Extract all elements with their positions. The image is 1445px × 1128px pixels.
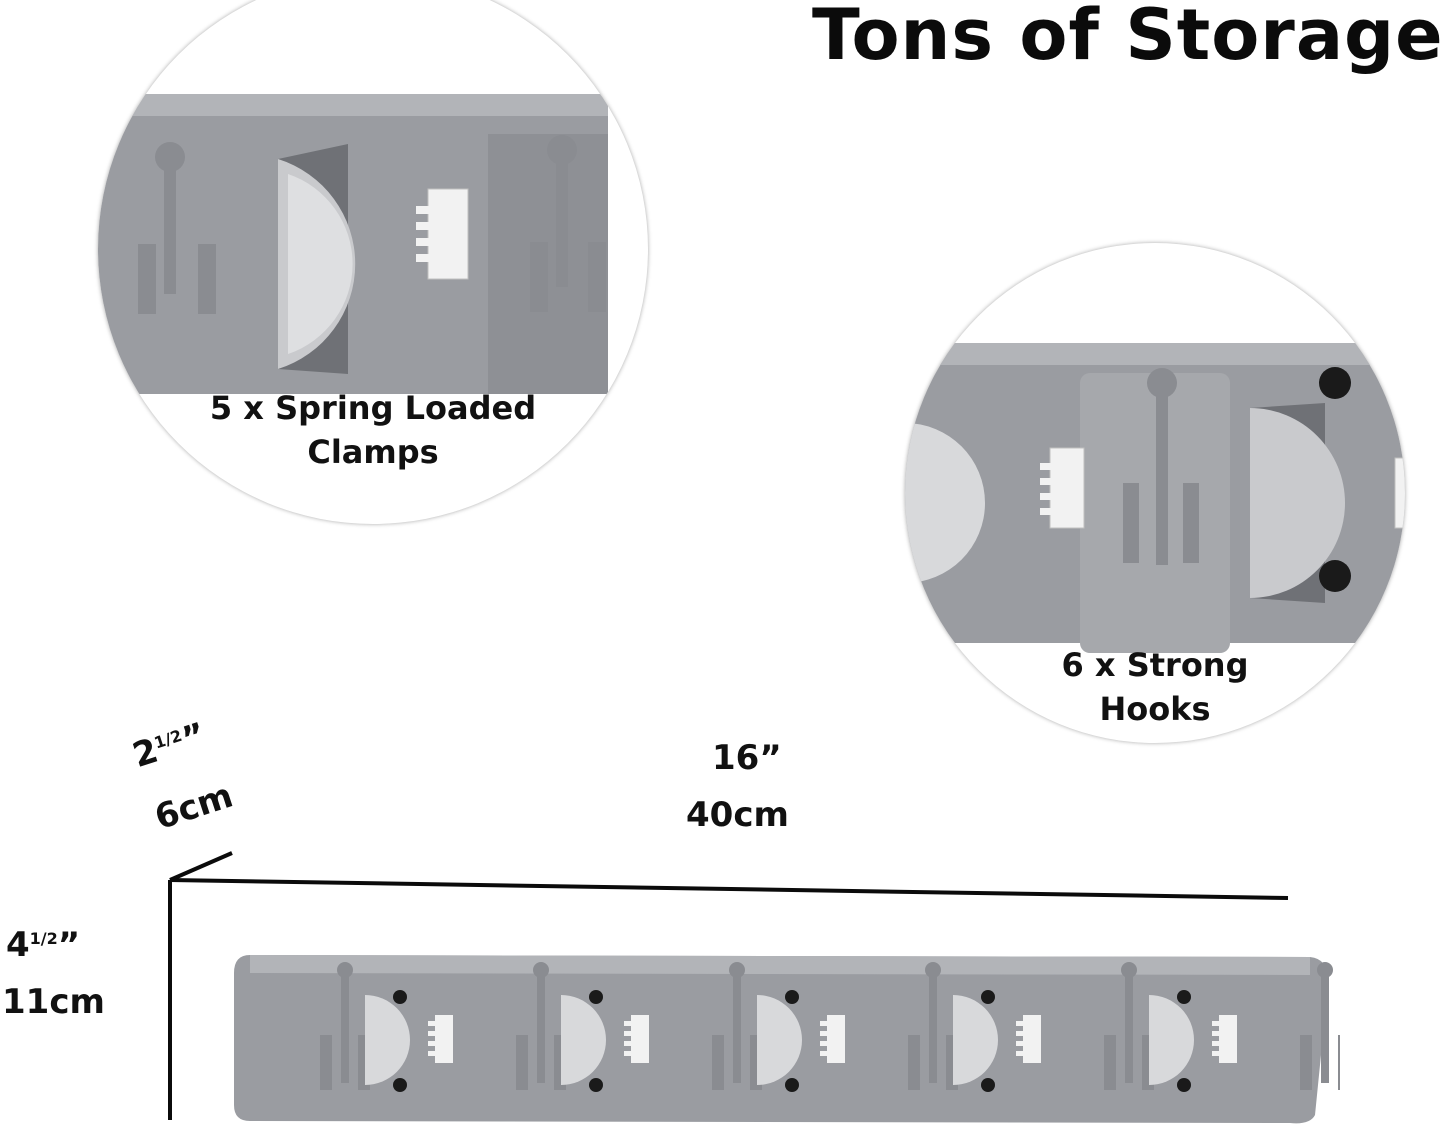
hook-icon [1338,1035,1340,1090]
hook-icon [929,973,937,1083]
hook-icon [1321,973,1329,1083]
spring-clamp-icon [757,995,802,1085]
mount-hole [393,990,407,1004]
mount-hole [785,1078,799,1092]
spring-clamp-icon [1016,1021,1024,1026]
spring-clamp-icon [624,1041,632,1046]
spring-clamp-icon [1016,1031,1024,1036]
spring-clamp-icon [416,188,469,280]
spring-clamp-icon [820,1031,828,1036]
depth-line [169,851,233,882]
spring-clamp-icon [435,1015,453,1063]
hook-icon [320,1035,332,1090]
hooks-caption-line2: Hooks [1099,690,1211,728]
hook-icon [712,1035,724,1090]
hook-icon [1104,1035,1116,1090]
hook-icon [516,1035,528,1090]
hook-icon [733,973,741,1083]
spring-clamp-icon [428,1021,436,1026]
spring-clamp-icon [365,995,410,1085]
spring-clamp-icon [428,1031,436,1036]
mount-hole [589,990,603,1004]
spring-clamp-icon [1040,447,1405,529]
clamps-callout: 5 x Spring Loaded Clamps [98,0,648,524]
mount-hole [1177,1078,1191,1092]
hooks-callout: 6 x Strong Hooks [905,243,1405,743]
spring-clamp-icon [1016,1041,1024,1046]
mount-hole [1177,990,1191,1004]
spring-clamp-icon [827,1015,845,1063]
hooks-caption-line1: 6 x Strong [1061,646,1249,684]
spring-clamp-icon [1023,1015,1041,1063]
spring-clamp-icon [820,1041,828,1046]
spring-clamp-icon [820,1021,828,1026]
length-metric-label: 40cm [686,795,789,835]
height-metric-label: 11cm [2,982,105,1022]
hook-icon [138,135,606,314]
hook-icon [341,973,349,1083]
hook-icon [1125,973,1133,1083]
mount-hole [981,1078,995,1092]
spring-clamp-icon [1016,1051,1024,1056]
hook-icon [1300,1035,1312,1090]
storage-rack-illustration [234,955,1340,1124]
page-title: Tons of Storage! [812,0,1445,76]
clamps-caption-line1: 5 x Spring Loaded [209,389,537,427]
length-imperial-label: 16” [712,738,782,778]
hooks-caption: 6 x Strong Hooks [905,643,1405,731]
mount-hole [589,1078,603,1092]
spring-clamp-icon [1219,1015,1237,1063]
clamps-closeup-illustration [98,94,608,394]
spring-clamp-icon [624,1051,632,1056]
spring-clamp-icon [953,995,998,1085]
spring-clamp-icon [1212,1031,1220,1036]
hook-icon [1123,368,1199,565]
spring-clamp-icon [624,1021,632,1026]
hook-icon [537,973,545,1083]
spring-clamp-icon [624,1031,632,1036]
mount-hole [981,990,995,1004]
hook-icon [908,1035,920,1090]
length-line [169,878,1289,900]
spring-clamp-icon [1212,1041,1220,1046]
mount-hole [785,990,799,1004]
spring-clamp-icon [1212,1021,1220,1026]
clamps-caption: 5 x Spring Loaded Clamps [98,386,648,474]
hooks-closeup-illustration [905,343,1405,653]
height-imperial-label: 41/2” [6,925,81,965]
spring-clamp-icon [428,1041,436,1046]
spring-clamp-icon [1149,995,1194,1085]
spring-clamp-icon [1212,1051,1220,1056]
spring-clamp-icon [820,1051,828,1056]
spring-clamp-icon [631,1015,649,1063]
clamps-caption-line2: Clamps [307,433,439,471]
mount-hole [393,1078,407,1092]
spring-clamp-icon [428,1051,436,1056]
spring-clamp-icon [561,995,606,1085]
